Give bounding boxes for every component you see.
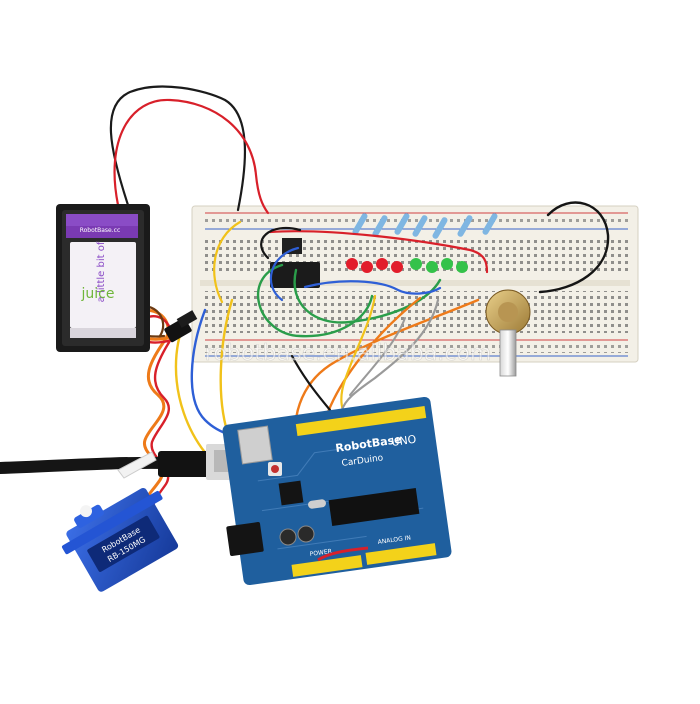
battery-label-line2: juice <box>81 286 115 302</box>
servo-connector <box>164 310 198 343</box>
potentiometer <box>485 289 531 377</box>
board-header-analog: ANALOG IN <box>377 534 411 546</box>
bottom-red-jumper <box>317 546 369 562</box>
arduino-board: RobotBase CarDuino UNO ANALOG IN POWER <box>222 396 452 586</box>
breadboard <box>191 205 639 363</box>
battery-9v: RobotBase.cc a little bit of juice <box>56 204 150 352</box>
board-header-power: POWER <box>309 548 332 558</box>
battery-label-small: RobotBase.cc <box>80 227 121 234</box>
watermark: robotbase.en.alibaba.com <box>205 341 492 366</box>
battery-label-line1: a little bit of <box>96 241 107 302</box>
board-type: UNO <box>391 433 418 449</box>
servo-horn <box>117 451 157 479</box>
led-row <box>346 258 468 273</box>
resistor-array <box>352 213 498 239</box>
servo-motor: RobotBase RB-150MG <box>61 488 179 592</box>
